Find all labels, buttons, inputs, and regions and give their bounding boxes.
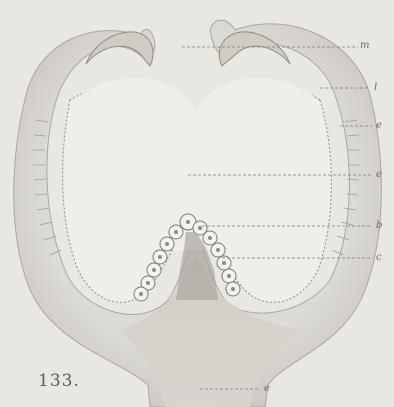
label-l: l — [374, 83, 377, 93]
label-b: b — [376, 221, 382, 231]
label-e-upper: e — [376, 121, 382, 131]
label-m: m — [360, 41, 369, 51]
label-c: c — [376, 253, 382, 263]
figure-number: 133. — [38, 371, 80, 391]
label-e-middle: e — [376, 170, 382, 180]
label-e-lower: e — [264, 384, 270, 394]
